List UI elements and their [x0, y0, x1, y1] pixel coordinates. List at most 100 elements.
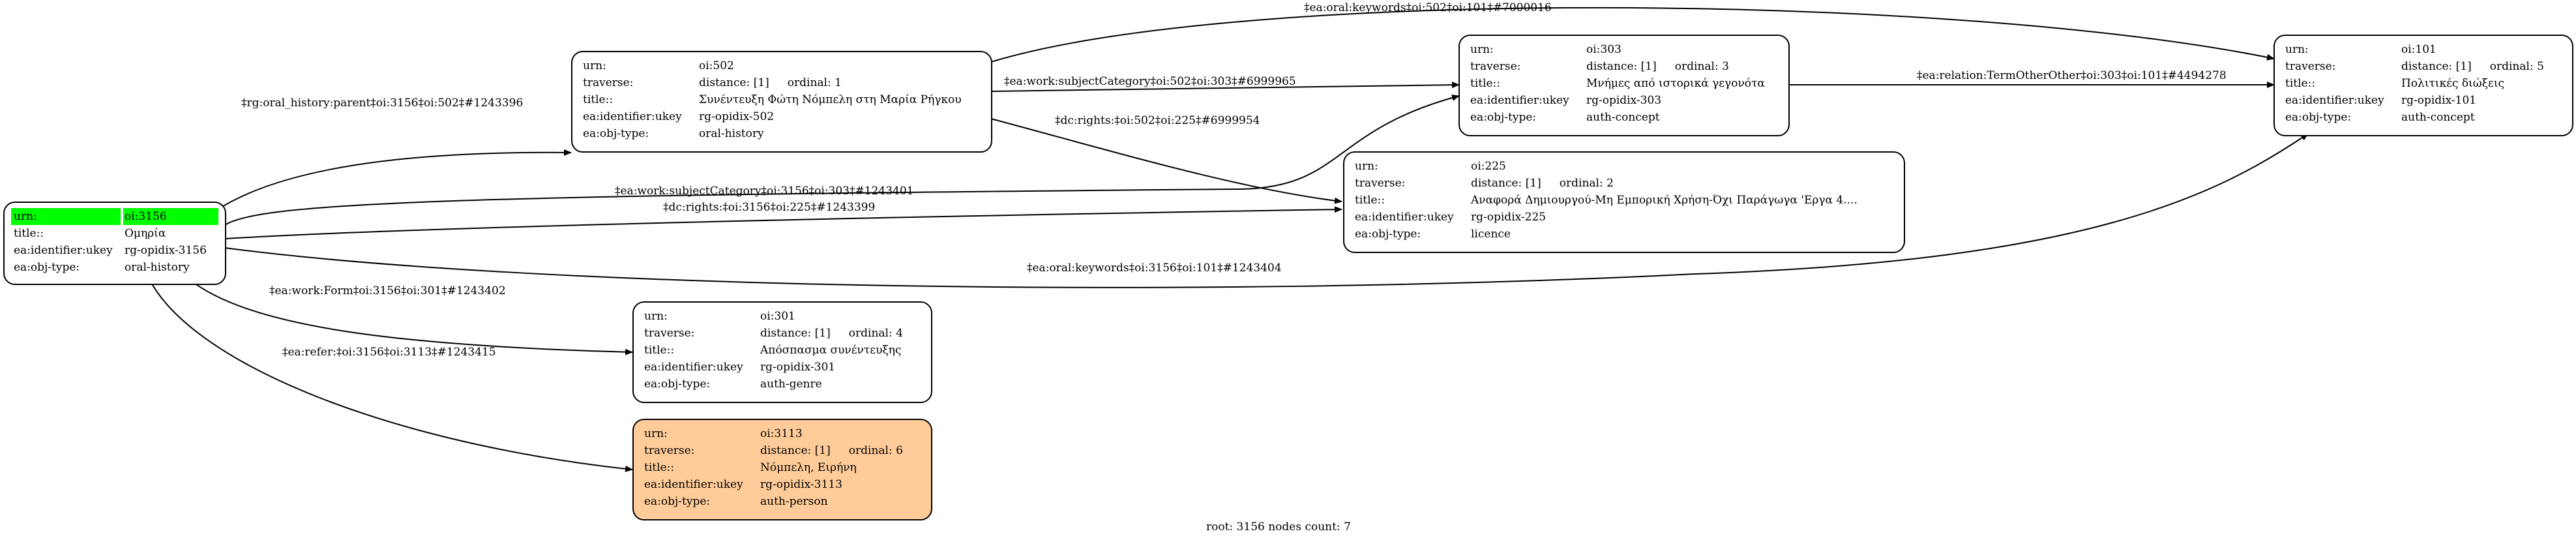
node-distance: distance: [1] — [1586, 60, 1657, 73]
graph-footer: root: 3156 nodes count: 7 — [1206, 520, 1351, 534]
edge-502-101[interactable] — [990, 7, 2275, 63]
node-obj-type: auth-concept — [1586, 111, 1660, 124]
field-label: ea:obj-type: — [1470, 111, 1537, 124]
node-obj-type: licence — [1471, 228, 1511, 241]
field-label: traverse: — [1355, 177, 1406, 190]
node-301[interactable]: urn:oi:301 traverse:distance: [1]ordinal… — [632, 301, 932, 403]
node-urn: oi:3156 — [123, 208, 218, 225]
node-502[interactable]: urn: oi:502 traverse: distance: [1] ordinal… — [571, 51, 992, 153]
edge-label: ‡ea:work:subjectCategory‡oi:3156‡oi:303‡… — [615, 185, 914, 198]
edge-3156-225[interactable] — [224, 206, 1342, 239]
edge-3156-301[interactable] — [188, 279, 633, 355]
node-title: Νόμπελη, Ειρήνη — [760, 461, 857, 474]
field-label: title:: — [644, 344, 675, 357]
field-label: ea:obj-type: — [644, 378, 711, 391]
node-303[interactable]: urn: oi:303 traverse: distance: [1] ordinal… — [1458, 35, 1790, 136]
edge-label: ‡ea:refer:‡oi:3156‡oi:3113‡#1243415 — [282, 346, 496, 359]
node-ukey: rg-opidix-101 — [2401, 94, 2477, 107]
field-label: ea:obj-type: — [14, 261, 80, 274]
node-ordinal: ordinal: 6 — [848, 444, 903, 457]
field-label: urn: — [2285, 43, 2309, 56]
field-label: ea:obj-type: — [2285, 111, 2352, 124]
field-label: title:: — [2285, 77, 2316, 90]
node-ordinal: ordinal: 5 — [2489, 60, 2544, 73]
node-ordinal: ordinal: 1 — [787, 76, 842, 89]
node-ukey: rg-opidix-502 — [699, 110, 775, 123]
node-title: Συνέντευξη Φώτη Νόμπελη στη Μαρία Ρήγκου — [699, 93, 962, 106]
field-label: ea:identifier:ukey — [644, 361, 743, 374]
field-label: ea:obj-type: — [644, 495, 711, 508]
node-225[interactable]: urn:oi:225 traverse:distance: [1]ordinal… — [1343, 151, 1905, 253]
node-title-row: title::Ομηρία — [11, 225, 218, 242]
node-obj-type: auth-concept — [2401, 111, 2475, 124]
node-title: Πολιτικές διώξεις — [2401, 77, 2505, 90]
field-label: title:: — [1355, 194, 1385, 207]
field-label: urn: — [1470, 43, 1494, 56]
field-label: ea:obj-type: — [583, 127, 649, 140]
node-title: Απόσπασμα συνέντευξης — [760, 344, 902, 357]
field-label: traverse: — [2285, 60, 2336, 73]
node-ukey: rg-opidix-301 — [760, 361, 836, 374]
field-label: traverse: — [644, 444, 695, 457]
node-obj-type: auth-genre — [760, 378, 822, 391]
node-obj-type: oral-history — [699, 127, 764, 140]
node-ukey: rg-opidix-303 — [1586, 94, 1662, 107]
node-obj-type: oral-history — [125, 261, 190, 274]
node-3156[interactable]: urn:oi:3156 title::Ομηρία ea:identifier:… — [3, 202, 226, 285]
node-type-row: ea:obj-type: oral-history — [11, 259, 218, 276]
node-ordinal: ordinal: 4 — [848, 327, 903, 340]
node-title: Αναφορά Δημιουργού-Μη Εμπορική Χρήση-Όχι… — [1471, 194, 1858, 207]
node-ordinal: ordinal: 3 — [1674, 60, 1729, 73]
node-3113[interactable]: urn: oi:3113 traverse: distance: [1] ordina… — [632, 419, 932, 520]
field-label: urn: — [644, 427, 668, 440]
node-urn: oi:101 — [2401, 43, 2436, 56]
node-101[interactable]: urn: oi:101 traverse: distance: [1] ordinal… — [2273, 35, 2573, 136]
node-urn: oi:225 — [1471, 160, 1506, 173]
node-distance: distance: [1] — [1471, 177, 1541, 190]
node-ukey: rg-opidix-3156 — [125, 244, 207, 257]
node-ordinal: ordinal: 2 — [1559, 177, 1614, 190]
node-urn: oi:301 — [760, 310, 795, 323]
field-label: traverse: — [583, 76, 634, 89]
field-label: traverse: — [644, 327, 695, 340]
edge-3156-101[interactable] — [224, 133, 2309, 288]
field-label: title:: — [14, 227, 44, 240]
node-title: Ομηρία — [125, 227, 166, 240]
node-urn: oi:303 — [1586, 43, 1621, 56]
node-urn-row: urn:oi:3156 — [11, 208, 218, 225]
edge-label: ‡rg:oral_history:parent‡oi:3156‡oi:502‡#… — [241, 97, 524, 110]
field-label: title:: — [644, 461, 675, 474]
field-label: ea:identifier:ukey — [583, 110, 682, 123]
edge-label: ‡ea:relation:TermOtherOther‡oi:303‡oi:10… — [1917, 69, 2227, 82]
field-label: ea:obj-type: — [1355, 228, 1421, 241]
field-label: urn: — [11, 208, 121, 225]
node-distance: distance: [1] — [760, 444, 831, 457]
node-ukey: rg-opidix-225 — [1471, 211, 1547, 224]
edge-3156-3113[interactable] — [149, 280, 633, 472]
edge-label: ‡dc:rights:‡oi:502‡oi:225‡#6999954 — [1055, 114, 1260, 127]
edge-label: ‡ea:work:subjectCategory‡oi:502‡oi:303‡#… — [1004, 75, 1296, 88]
field-label: ea:identifier:ukey — [2285, 94, 2384, 107]
node-obj-type: auth-person — [760, 495, 828, 508]
field-label: ea:identifier:ukey — [644, 478, 743, 491]
field-label: traverse: — [1470, 60, 1521, 73]
node-distance: distance: [1] — [699, 76, 769, 89]
edge-label: ‡ea:work:Form‡oi:3156‡oi:301‡#1243402 — [269, 284, 506, 297]
edge-label: ‡dc:rights:‡oi:3156‡oi:225‡#1243399 — [663, 201, 876, 214]
field-label: ea:identifier:ukey — [1470, 94, 1569, 107]
edge-3156-303[interactable] — [224, 95, 1460, 226]
field-label: urn: — [583, 59, 606, 72]
node-urn: oi:502 — [699, 59, 734, 72]
node-title: Μνήμες από ιστορικά γεγονότα — [1586, 77, 1765, 90]
node-urn: oi:3113 — [760, 427, 803, 440]
field-label: ea:identifier:ukey — [1355, 211, 1454, 224]
field-label: ea:identifier:ukey — [14, 244, 113, 257]
edge-502-225[interactable] — [990, 118, 1342, 204]
edge-502-303[interactable] — [990, 82, 1460, 92]
node-ukey-row: ea:identifier:ukey rg-opidix-3156 — [11, 242, 218, 259]
field-label: title:: — [583, 93, 614, 106]
node-distance: distance: [1] — [2401, 60, 2472, 73]
edge-label: ‡ea:oral:keywords‡oi:502‡oi:101‡#7000016 — [1304, 1, 1552, 14]
field-label: title:: — [1470, 77, 1501, 90]
